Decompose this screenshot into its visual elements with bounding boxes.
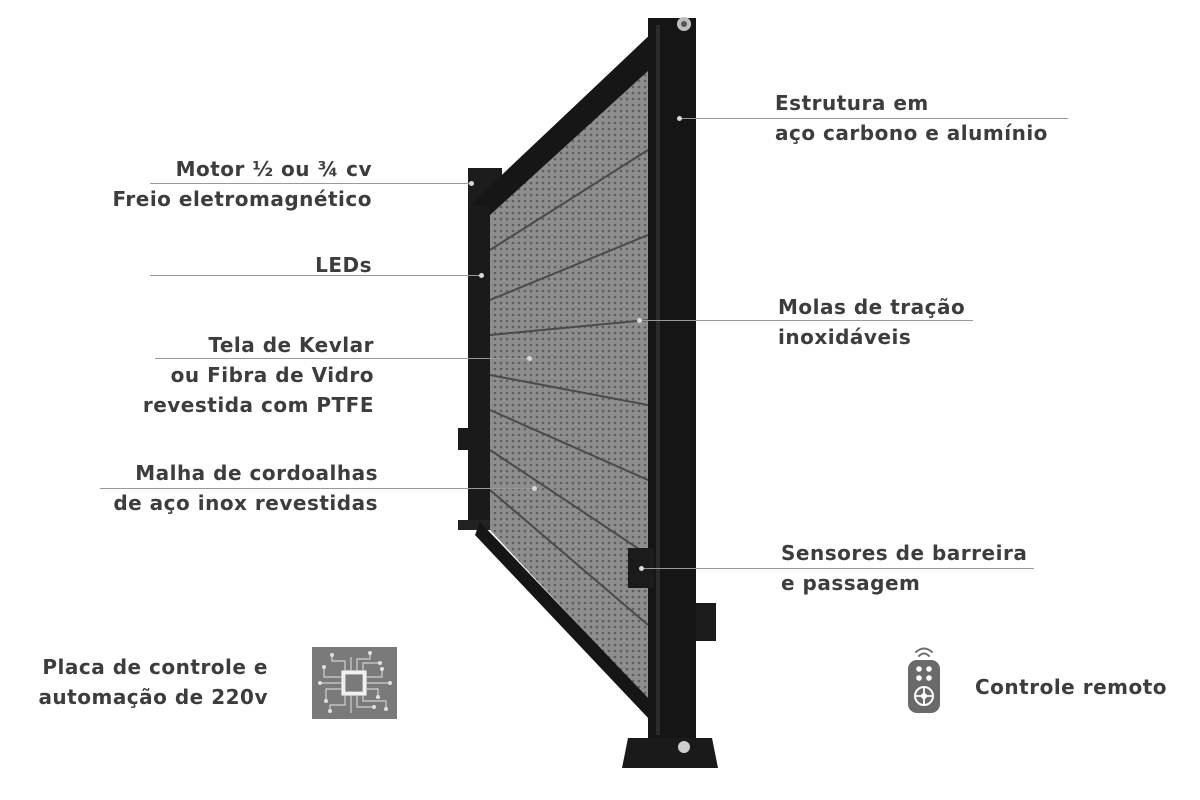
left-post (468, 205, 490, 525)
label-sensores-line1: Sensores de barreira (781, 541, 1028, 565)
label-estrutura-line1: Estrutura em (775, 91, 929, 115)
label-tela-line1: Tela de Kevlar (208, 333, 374, 357)
label-motor-line1: Motor ½ ou ¾ cv (175, 157, 372, 181)
label-motor: Motor ½ ou ¾ cv Freio eletromagnético (113, 154, 372, 214)
label-estrutura: Estrutura em aço carbono e alumínio (775, 88, 1048, 148)
leader-molas (640, 320, 973, 321)
label-estrutura-line2: aço carbono e alumínio (775, 121, 1048, 145)
dot-leds (479, 273, 484, 278)
label-tela-line3: revestida com PTFE (142, 393, 374, 417)
kevlar-panel (490, 70, 648, 700)
right-post (648, 18, 696, 740)
label-placa: Placa de controle e automação de 220v (38, 652, 268, 712)
leader-leds (150, 275, 482, 276)
remote-control-icon (904, 645, 944, 717)
leader-sensores (640, 568, 1034, 569)
label-malha-line2: de aço inox revestidas (113, 491, 378, 515)
top-frame (470, 18, 690, 215)
panel-slats (489, 149, 649, 626)
label-placa-line2: automação de 220v (38, 685, 268, 709)
label-leds: LEDs (315, 250, 372, 280)
label-motor-line2: Freio eletromagnético (112, 187, 372, 211)
label-placa-line1: Placa de controle e (42, 655, 268, 679)
leader-malha (100, 488, 535, 489)
leader-estrutura (680, 118, 1068, 119)
label-molas-line1: Molas de tração (778, 295, 966, 319)
label-sensores: Sensores de barreira e passagem (781, 538, 1027, 598)
label-controle: Controle remoto (975, 672, 1167, 702)
dot-estrutura (677, 116, 682, 121)
dot-malha (532, 486, 537, 491)
base-plate (622, 738, 718, 768)
dot-tela (527, 356, 532, 361)
label-malha-line1: Malha de cordoalhas (135, 461, 378, 485)
circuit-board-icon (312, 647, 397, 719)
label-controle-line1: Controle remoto (975, 675, 1168, 699)
label-tela: Tela de Kevlar ou Fibra de Vidro revesti… (143, 330, 374, 420)
label-tela-line2: ou Fibra de Vidro (170, 363, 374, 387)
leader-tela (155, 358, 530, 359)
bottom-frame (475, 522, 650, 720)
label-molas-line2: inoxidáveis (778, 325, 912, 349)
dot-motor (469, 181, 474, 186)
leader-motor (150, 183, 472, 184)
label-molas: Molas de tração inoxidáveis (778, 292, 965, 352)
dot-sensores (639, 566, 644, 571)
label-leds-line1: LEDs (315, 253, 372, 277)
label-sensores-line2: e passagem (781, 571, 921, 595)
dot-molas (637, 318, 642, 323)
label-malha: Malha de cordoalhas de aço inox revestid… (113, 458, 378, 518)
